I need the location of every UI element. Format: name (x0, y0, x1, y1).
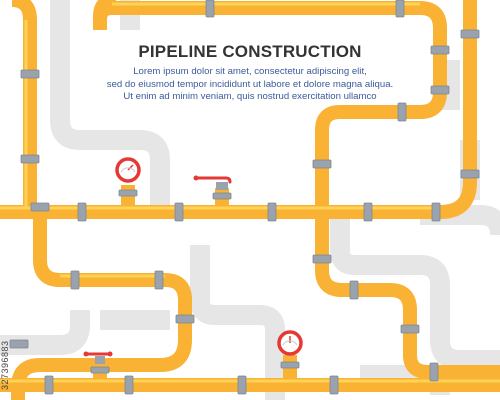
pipe-couplings (9, 0, 480, 395)
body-text-line-1: Lorem ipsum dolor sit amet, consectetur … (133, 66, 367, 77)
pressure-gauge-icon (277, 330, 303, 356)
title-block: PIPELINE CONSTRUCTION Lorem ipsum dolor … (100, 42, 400, 104)
text-panel (95, 30, 415, 115)
body-text-line-2: sed do eiusmod tempor incididunt ut labo… (106, 78, 394, 90)
pressure-gauge-icon (115, 157, 141, 183)
valve-handle-icon (83, 351, 113, 364)
stock-id-watermark: 327396883 (0, 340, 10, 390)
valve-handle-icon (193, 175, 232, 190)
body-text-line-3: Ut enim ad minim veniam, quis nostrud ex… (123, 91, 377, 102)
page-title: PIPELINE CONSTRUCTION (138, 42, 362, 61)
